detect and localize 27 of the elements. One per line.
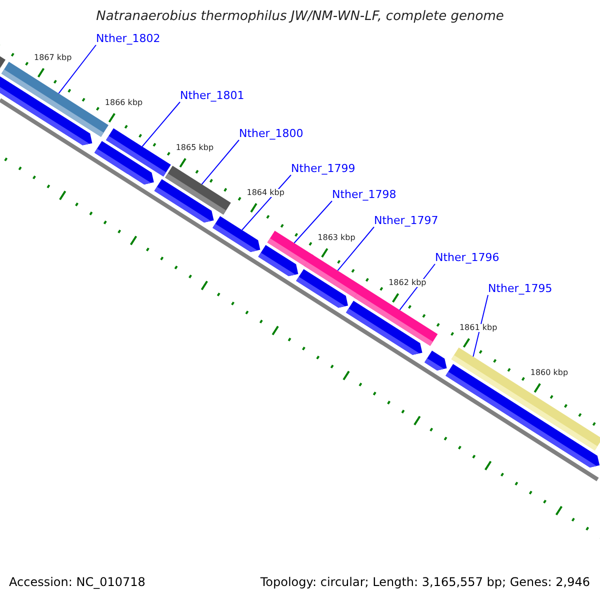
- leader-line: [472, 294, 488, 358]
- gene-block: [212, 216, 260, 252]
- scale-label: 1866 kbp: [104, 98, 143, 107]
- leader-line: [142, 102, 180, 147]
- scale-label: 1861 kbp: [459, 324, 498, 332]
- leader-line: [58, 44, 96, 94]
- gene-label: Nther_1798: [332, 189, 396, 200]
- gene-label: Nther_1799: [291, 163, 356, 174]
- gene-label: Nther_1801: [180, 90, 244, 101]
- scale-label: 1865 kbp: [176, 144, 214, 152]
- footer-text: Topology: circular; Length: 3,165,557 bp; Genes: 2,946: [260, 576, 590, 588]
- leader-line: [294, 200, 332, 244]
- leader-line: [242, 174, 292, 230]
- scale-label: 1860 kbp: [530, 368, 568, 377]
- leader-line: [201, 140, 240, 185]
- leader-line: [337, 226, 374, 272]
- scale-label: 1864 kbp: [246, 188, 284, 197]
- scale-label: 1862 kbp: [388, 278, 426, 287]
- title: Natranaerobius thermophilus JW/NM-WN-LF, complete genome: [95, 10, 505, 23]
- gene-label: Nther_1802: [96, 33, 160, 44]
- scale-label: 1863 kbp: [318, 234, 356, 242]
- gene-label: Nther_1796: [435, 252, 500, 263]
- gene-label: Nther_1797: [374, 215, 438, 226]
- scale-label: 1867 kbp: [34, 54, 72, 62]
- gene-label: Nther_1795: [488, 283, 552, 294]
- footer-text: Accession: NC_010718: [9, 576, 146, 588]
- gene-label: Nther_1800: [239, 128, 304, 139]
